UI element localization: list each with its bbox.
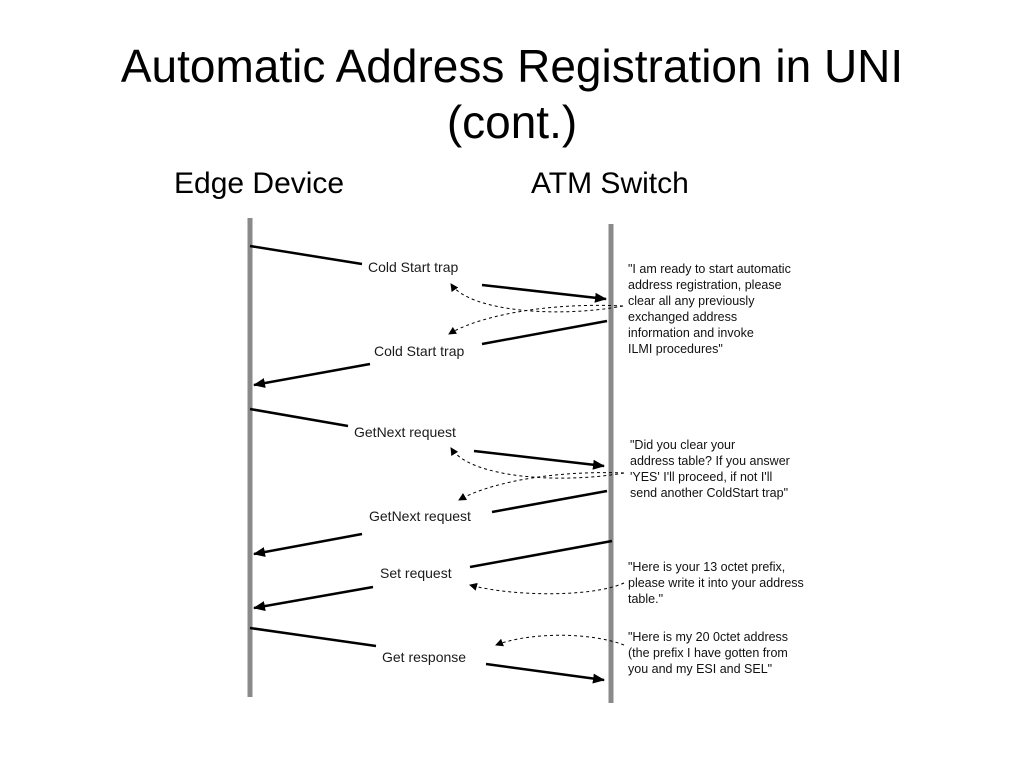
message-label: Get response bbox=[382, 649, 466, 665]
message-label: Cold Start trap bbox=[374, 343, 464, 359]
edge-device-label: Edge Device bbox=[174, 167, 345, 200]
note-pointer-1a bbox=[450, 283, 624, 313]
slide-title-line1: Automatic Address Registration in UNI bbox=[120, 40, 904, 92]
message-label: Cold Start trap bbox=[368, 259, 458, 275]
note-address: "Here is my 20 0ctet address (the prefix… bbox=[628, 630, 792, 676]
note-pointer-2a bbox=[450, 447, 625, 479]
message-getnext-request: GetNext request bbox=[249, 407, 605, 470]
note-pointer-2b bbox=[458, 472, 625, 501]
message-label: GetNext request bbox=[354, 424, 456, 440]
note-pointer-4 bbox=[495, 634, 625, 647]
note-prefix: "Here is your 13 octet prefix, please wr… bbox=[628, 560, 807, 606]
message-cold-start-trap-response: Cold Start trap bbox=[253, 319, 608, 388]
note-clear-table-question: "Did you clear your address table? If yo… bbox=[630, 438, 793, 500]
message-getnext-response: GetNext request bbox=[253, 489, 608, 557]
message-get-response: Get response bbox=[249, 626, 605, 684]
message-label: Set request bbox=[380, 565, 452, 581]
slide-title-line2: (cont.) bbox=[446, 96, 578, 148]
message-cold-start-trap-request: Cold Start trap bbox=[249, 244, 607, 303]
slide-title: Automatic Address Registration in UNI (c… bbox=[0, 38, 1024, 150]
message-set-request: Set request bbox=[253, 539, 613, 612]
atm-switch-label: ATM Switch bbox=[531, 167, 689, 200]
note-ready-to-register: "I am ready to start automatic address r… bbox=[628, 262, 794, 356]
note-pointer-1b bbox=[448, 304, 624, 335]
message-label: GetNext request bbox=[369, 508, 471, 524]
note-pointer-3 bbox=[469, 582, 625, 595]
